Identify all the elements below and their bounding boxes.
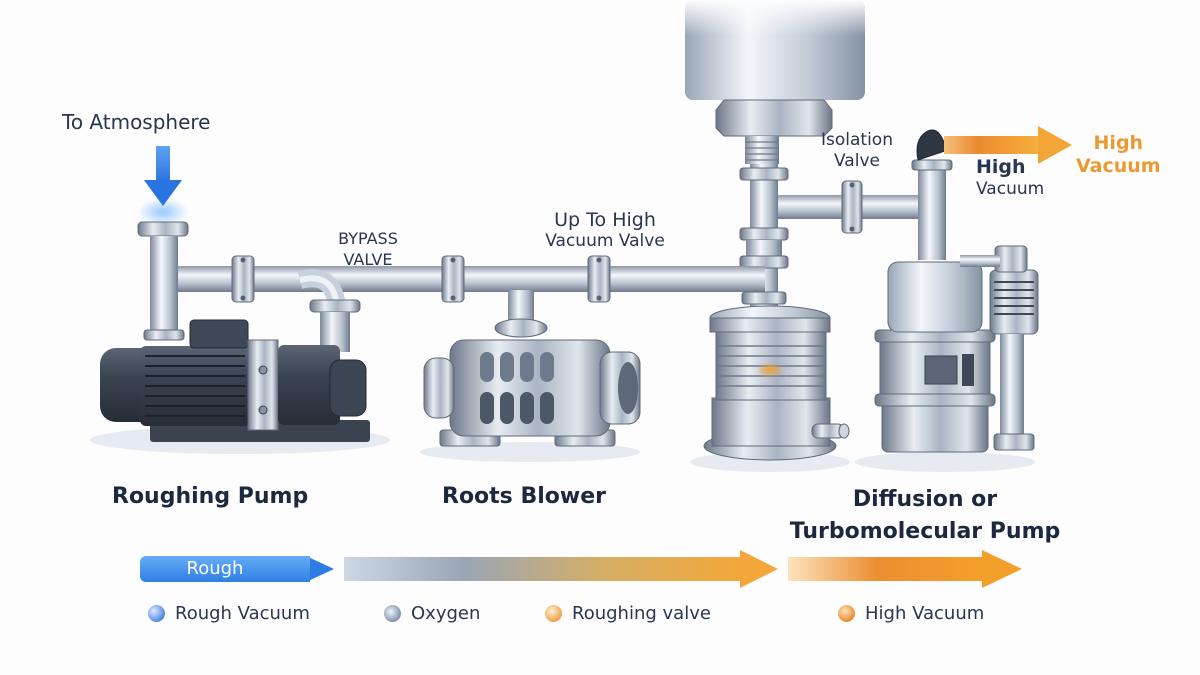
diffusion-pump-label: Diffusion or Turbomolecular Pump [789,487,1061,544]
high-vacuum-dot-icon [838,605,855,622]
to-atmosphere-label: To Atmosphere [62,110,211,134]
to-atmosphere-arrow-icon [144,146,182,206]
legend-item-high-vacuum: High Vacuum [838,603,984,624]
oxygen-dot-icon [384,605,401,622]
roughing-valve-dot-icon [545,605,562,622]
legend-item-roughing-valve: Roughing valve [545,603,711,624]
rough-flow-label: Rough [140,556,310,582]
roughing-pump [90,319,390,454]
roots-blower-label: Roots Blower [442,484,606,509]
roots-blower [420,290,641,462]
high-vacuum-outlet-label: High Vacuum [1076,132,1161,177]
rough-vacuum-dot-icon [148,605,165,622]
turbomolecular-pump [855,245,1039,472]
bypass-valve-label: BYPASS VALVE [338,229,398,269]
valve-cap [916,129,949,161]
isolation-valve-flange [841,180,863,234]
roughing-pump-label: Roughing Pump [112,484,309,509]
legend-item-rough-vacuum: Rough Vacuum [148,603,310,624]
vacuum-chamber [685,0,865,164]
legend-item-oxygen: Oxygen [384,603,480,624]
manifold-flanges [231,255,611,303]
high-vacuum-inner-label: High Vacuum [976,156,1045,199]
diffusion-pump [690,291,850,472]
flow-bar [306,550,1022,588]
atmosphere-inlet [137,198,189,341]
up-to-high-vacuum-valve-label: Up To High Vacuum Valve [545,209,665,252]
flange [739,167,789,269]
high-vacuum-outlet-arrow [944,126,1072,164]
isolation-valve-label: Isolation Valve [821,130,893,171]
